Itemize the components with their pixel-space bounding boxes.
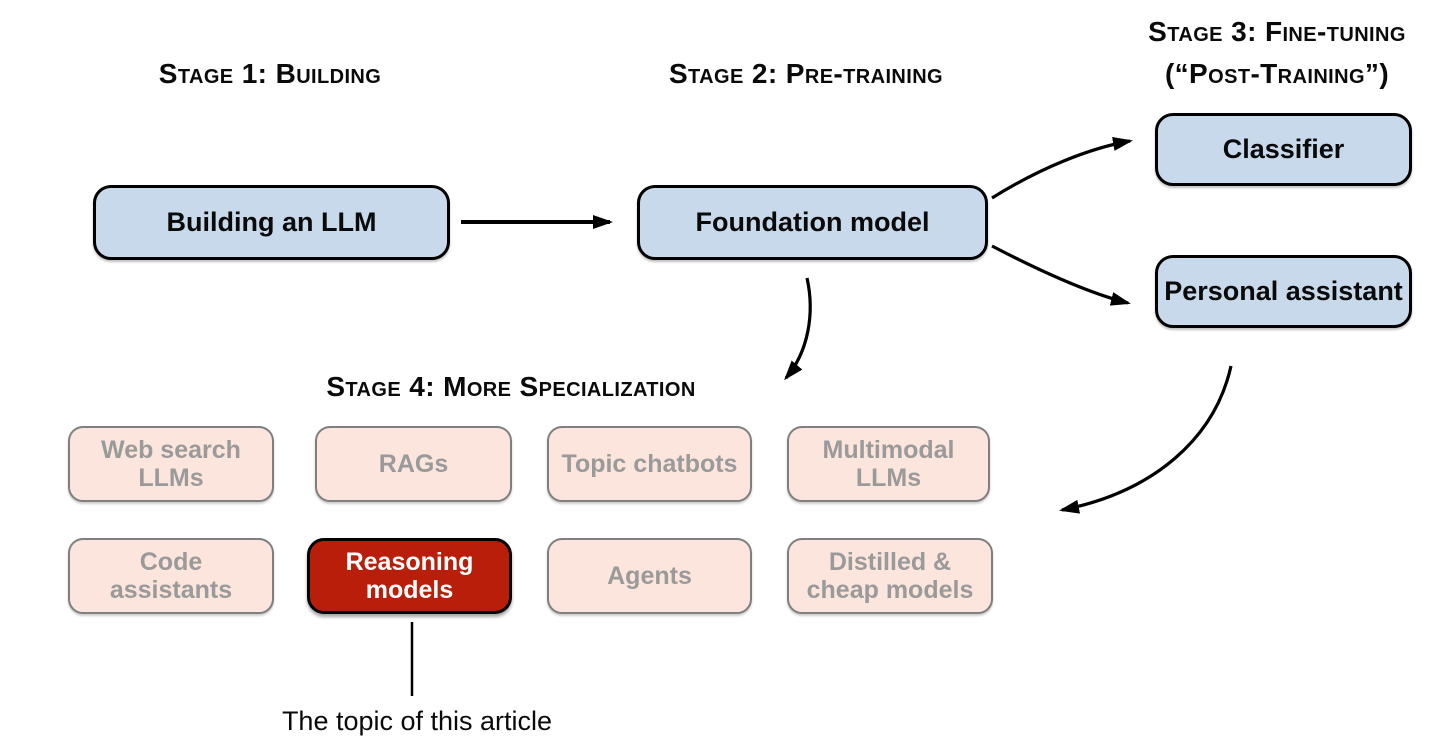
- stage1-title: Stage 1: Building: [158, 58, 382, 89]
- topic-annotation-label: The topic of this article: [281, 706, 553, 736]
- node-code-assistants: Code assistants: [68, 538, 274, 614]
- node-classifier: Classifier: [1155, 113, 1412, 186]
- stage3-title-line1: Stage 3: Fine-tuning: [1148, 16, 1406, 47]
- node-topic-chatbots: Topic chatbots: [547, 426, 752, 502]
- node-foundation-model: Foundation model: [637, 185, 988, 260]
- node-multimodal-llms: Multimodal LLMs: [787, 426, 990, 502]
- node-web-search-llms: Web search LLMs: [68, 426, 274, 502]
- node-reasoning-models-highlighted: Reasoning models: [307, 538, 512, 614]
- stage2-title: Stage 2: Pre-training: [668, 58, 944, 89]
- node-distilled-cheap-models: Distilled & cheap models: [787, 538, 993, 614]
- node-personal-assistant: Personal assistant: [1155, 255, 1412, 328]
- node-rags: RAGs: [315, 426, 512, 502]
- node-agents: Agents: [547, 538, 752, 614]
- arrow-foundation-to-stage4: [784, 277, 812, 381]
- arrow-personal-assistant-to-stage4: [1059, 365, 1233, 514]
- node-building-an-llm: Building an LLM: [93, 185, 450, 260]
- stage4-title: Stage 4: More Specialization: [326, 371, 696, 402]
- arrow-foundation-to-personal-assistant: [991, 244, 1131, 306]
- stage3-title-line2: (“Post-Training”): [1164, 58, 1390, 89]
- stage3-title: Stage 3: Fine-tuning (“Post-Training”): [1087, 11, 1456, 95]
- arrow-foundation-to-classifier: [991, 137, 1133, 200]
